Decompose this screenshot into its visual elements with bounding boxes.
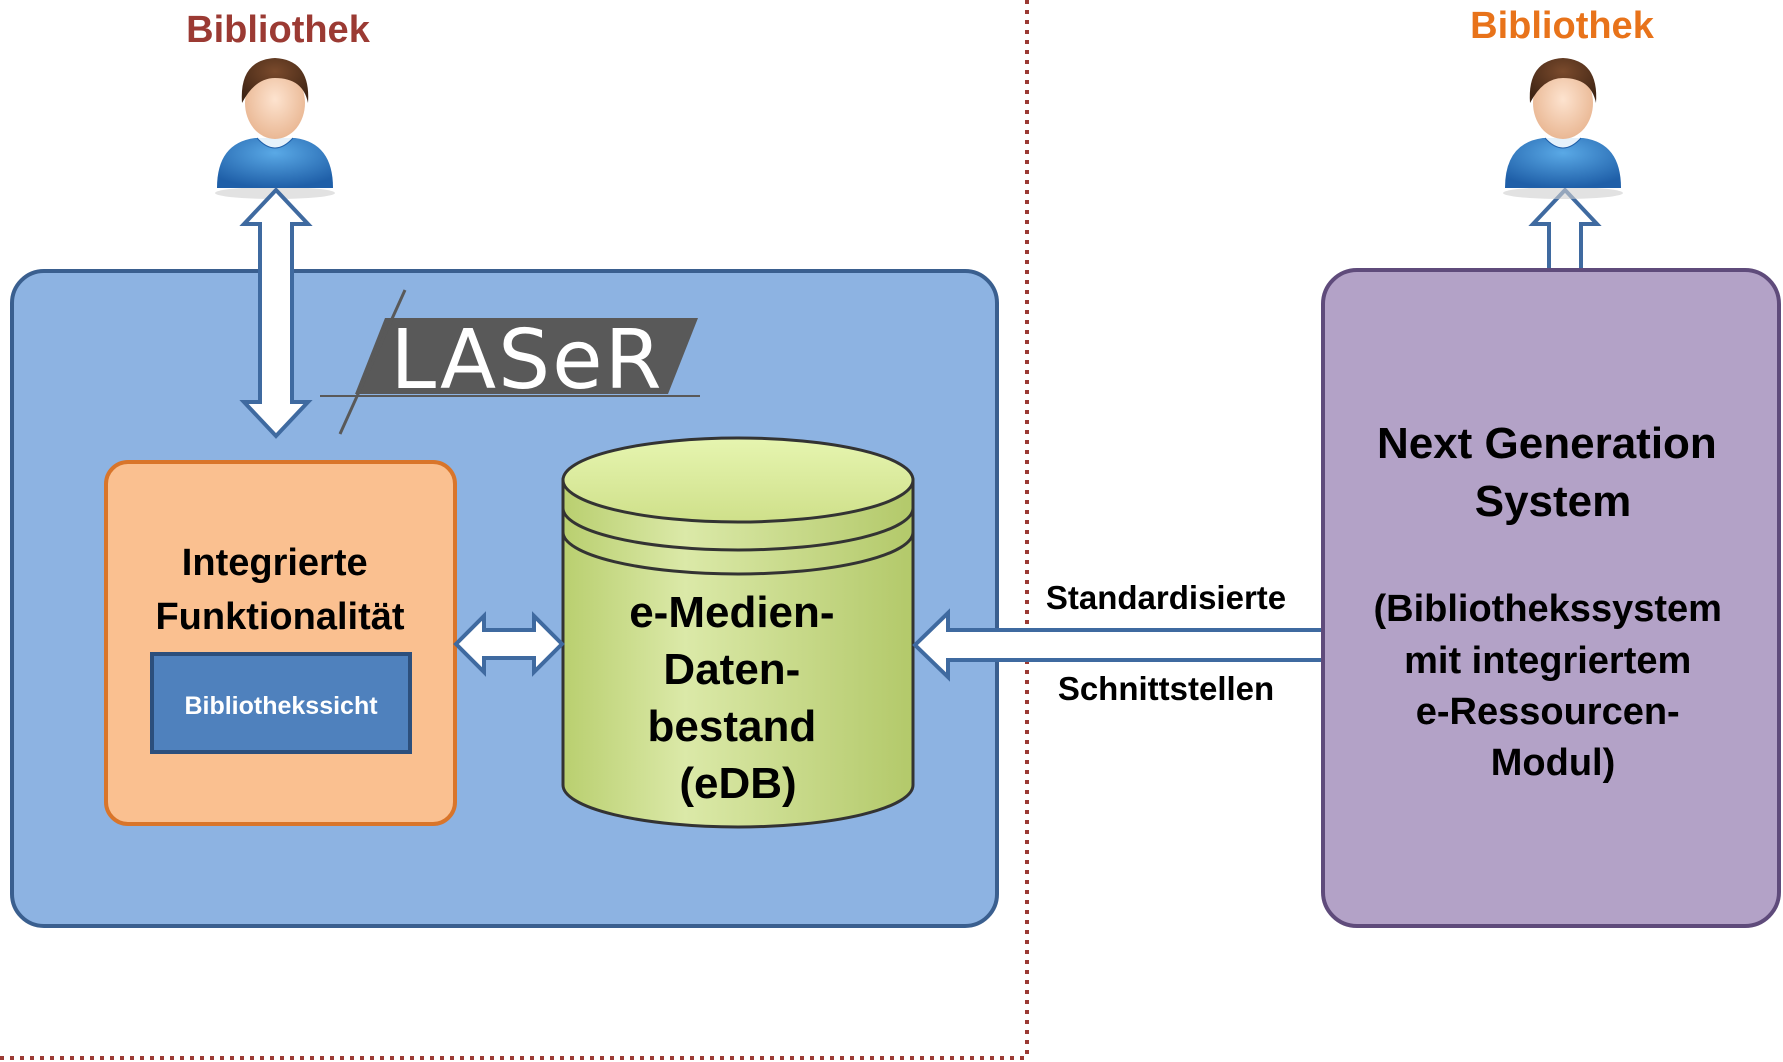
module-title: Integrierte Funktionalität	[155, 542, 404, 638]
library-view-label: Bibliothekssicht	[184, 692, 378, 720]
logo-text: LASeR	[390, 313, 663, 408]
system-title-line-1: Next Generation	[1377, 419, 1717, 468]
database-label-line-3: bestand	[648, 702, 817, 751]
library-view-box	[150, 652, 412, 754]
system-title-line-2: System	[1475, 477, 1632, 526]
module-title-line-1: Integrierte	[182, 542, 368, 584]
system-description-line-2: mit integriertem	[1404, 640, 1691, 682]
divider	[0, 0, 1029, 1060]
next-generation-system-box	[1321, 268, 1781, 928]
user-icon	[215, 58, 335, 199]
user-to-module-arrow	[239, 187, 313, 439]
system-description-line-1: (Bibliothekssystem	[1373, 588, 1721, 630]
system-description-line-4: Modul)	[1491, 742, 1616, 784]
laser-logo: LASeR	[320, 289, 700, 435]
system-description-line-3: e-Ressourcen-	[1416, 691, 1680, 733]
user-icon	[1503, 58, 1623, 199]
right-user-label: Bibliothek	[1470, 5, 1655, 47]
left-user-label: Bibliothek	[186, 9, 371, 51]
database-label: e-Medien- Daten- bestand (eDB)	[629, 588, 847, 808]
system-title: Next Generation System	[1377, 419, 1729, 526]
module-to-database-arrow	[453, 611, 565, 677]
database-label-line-4: (eDB)	[679, 759, 796, 808]
module-title-line-2: Funktionalität	[155, 596, 404, 638]
module-box	[104, 460, 457, 826]
database-cylinder	[561, 436, 915, 829]
interface-label-top: Standardisierte	[1046, 579, 1286, 616]
interface-label-bottom: Schnittstellen	[1058, 670, 1274, 707]
system-description: (Bibliothekssystem mit integriertem e-Re…	[1373, 588, 1732, 784]
database-label-line-1: e-Medien-	[629, 588, 834, 637]
database-label-line-2: Daten-	[663, 645, 800, 694]
